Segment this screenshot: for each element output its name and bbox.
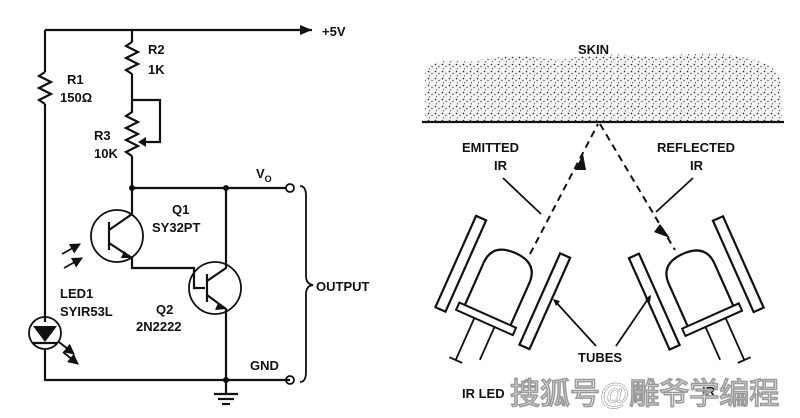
r2-ref: R2 <box>148 42 165 57</box>
right-detector-assembly <box>627 214 766 364</box>
q1-transistor <box>61 188 144 269</box>
emitted-arrow-icon <box>575 154 586 170</box>
ground-symbol-icon <box>214 380 238 406</box>
supply-label: +5V <box>322 24 346 39</box>
reflected-label-2: IR <box>690 158 704 173</box>
r1-resistor <box>36 71 54 105</box>
r3-wiper-wire <box>132 98 162 144</box>
r2-value: 1K <box>148 62 165 77</box>
led1-part: SYIR53L <box>60 304 113 319</box>
ir-right-label: IR <box>702 384 716 399</box>
q2-part: 2N2222 <box>136 319 182 334</box>
r2-resistor <box>123 41 141 75</box>
circuit-schematic: +5V R1 150Ω LED1 SYIR53L R2 1K R3 10K <box>28 24 370 406</box>
r3-value: 10K <box>94 146 118 161</box>
reflected-label-1: REFLECTED <box>657 140 735 155</box>
led1-symbol <box>28 316 79 365</box>
emitted-ir-beam <box>529 123 599 255</box>
sensor-illustration: SKIN EMITTED IR REFLECTED IR <box>422 42 784 401</box>
r3-ref: R3 <box>94 128 111 143</box>
ir-led-label: IR LED <box>462 386 505 401</box>
output-label: OUTPUT <box>316 279 370 294</box>
vo-label: VO <box>256 166 272 184</box>
q2-transistor <box>188 188 242 380</box>
q1-ref: Q1 <box>172 202 189 217</box>
reflected-leader <box>655 177 694 213</box>
led1-ref: LED1 <box>60 286 93 301</box>
r3-wiper-arrow-icon <box>138 137 146 147</box>
watermark: 搜狐号@雕爷学编程 <box>510 377 779 411</box>
reflected-arrow-icon <box>654 224 670 238</box>
gnd-terminal <box>285 375 295 385</box>
left-emitter-assembly <box>433 214 572 364</box>
tubes-arrow-icon <box>553 299 560 306</box>
r1-ref: R1 <box>67 72 84 87</box>
r3-resistor <box>123 100 141 157</box>
emitted-leader <box>502 177 542 215</box>
r1-value: 150Ω <box>60 90 92 105</box>
tubes-label: TUBES <box>578 350 622 365</box>
tubes-leader-right <box>615 295 651 347</box>
q1-part: SY32PT <box>152 220 200 235</box>
vo-terminal <box>285 183 295 193</box>
q1-q2-wire <box>130 266 205 290</box>
output-brace <box>299 185 314 383</box>
gnd-label: GND <box>250 358 279 373</box>
supply-arrow-icon <box>300 25 312 35</box>
ground-bus <box>43 349 290 382</box>
emitted-label-1: EMITTED <box>462 140 519 155</box>
tubes-leader-left <box>553 299 597 347</box>
tubes-arrow-icon <box>645 295 651 302</box>
skin-label: SKIN <box>578 42 609 57</box>
q2-ref: Q2 <box>156 302 173 317</box>
skin-texture <box>425 53 782 122</box>
emitted-label-2: IR <box>494 158 508 173</box>
